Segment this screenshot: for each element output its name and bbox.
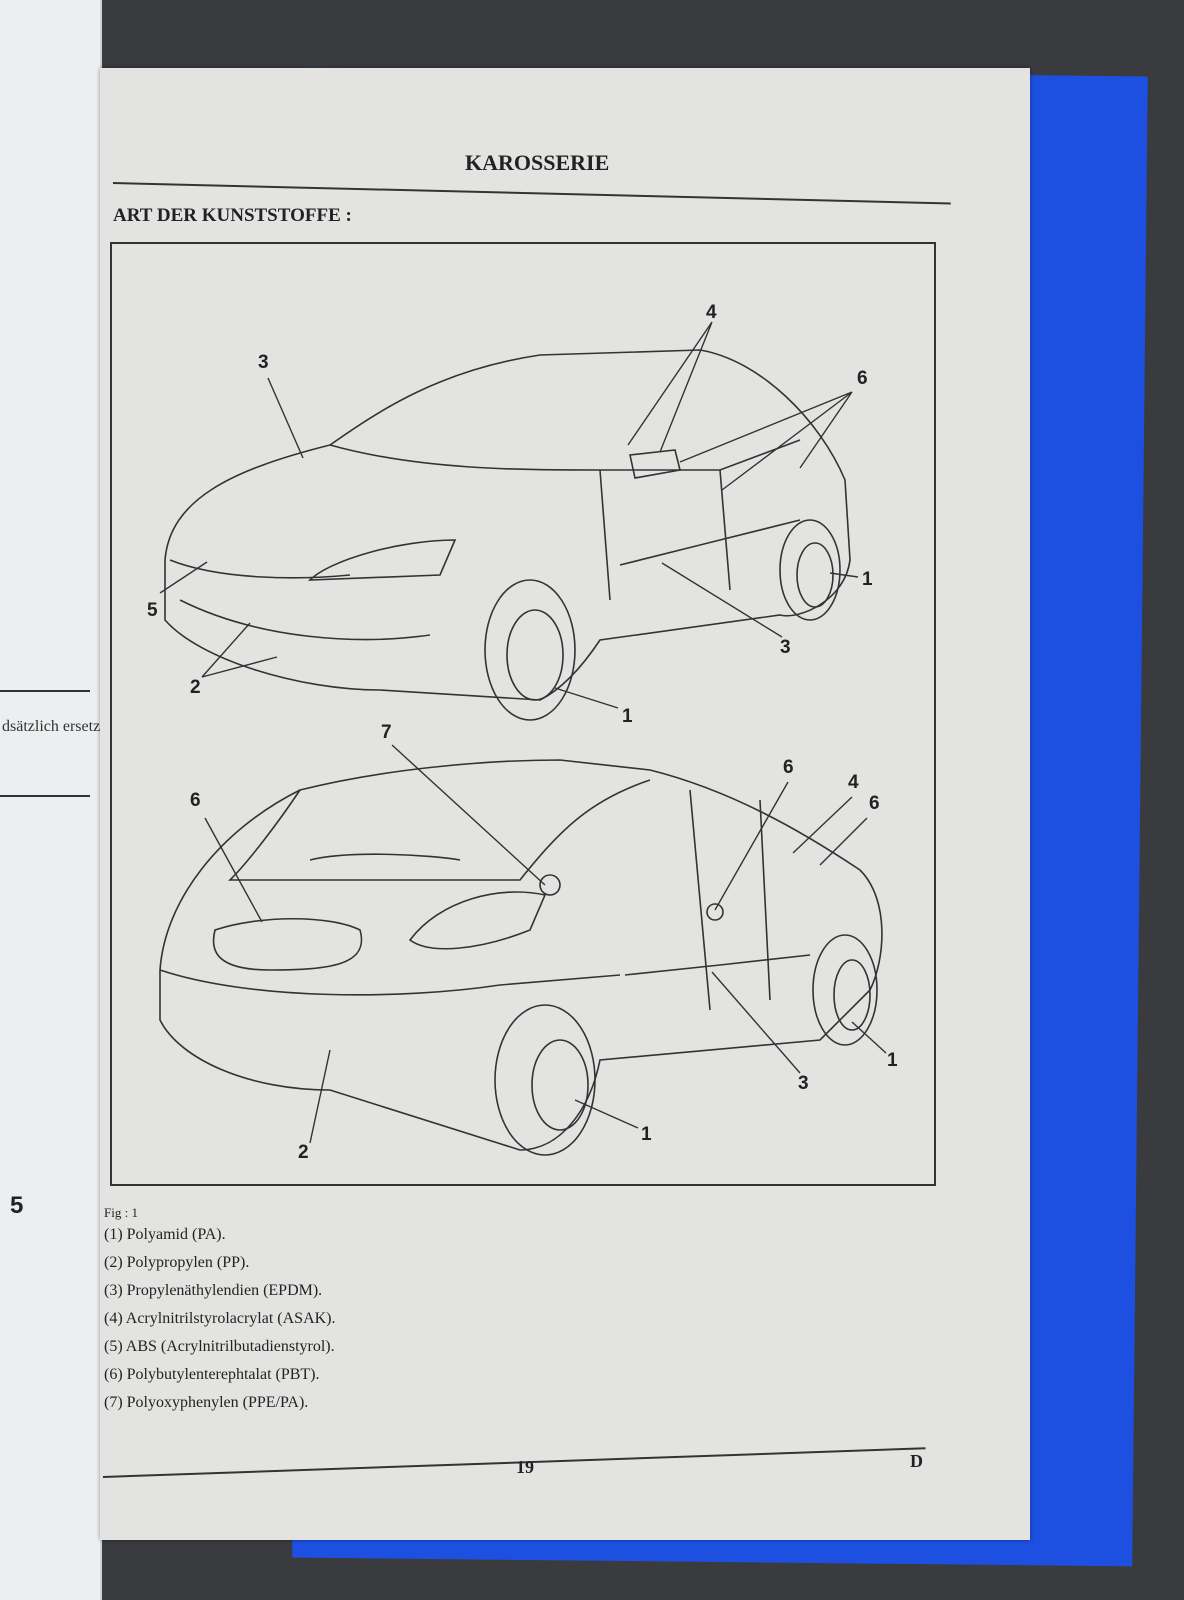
callout-rear-3: 3 [798,1073,809,1094]
divider [0,795,90,797]
left-page-text: dsätzlich ersetz [2,718,101,735]
legend-item: (1) Polyamid (PA). [104,1226,226,1243]
page-number: 19 [516,1457,534,1477]
callout-front-3-molding: 3 [780,637,791,658]
callout-rear-1-wheel: 1 [887,1050,898,1071]
front-car-outline [164,349,851,701]
legend-item: (7) Polyoxyphenylen (PPE/PA). [104,1394,309,1411]
left-page-callout: 5 [10,1192,24,1219]
callout-rear-2: 2 [298,1142,309,1163]
callout-front-1-rear-wheel: 1 [862,569,873,590]
callout-rear-6-badge: 6 [190,790,201,811]
materials-legend: Fig : 1 (1) Polyamid (PA). (2) Polypropy… [104,1205,336,1417]
callout-front-6: 6 [857,368,868,389]
section-heading: ART DER KUNSTSTOFFE : [113,205,352,226]
callout-front-4-mirror: 4 [706,302,717,323]
legend-item: (5) ABS (Acrylnitrilbutadienstyrol). [104,1338,335,1355]
callout-rear-1-front-wheel: 1 [641,1124,652,1145]
callout-rear-4: 4 [848,772,859,793]
figure-frame [110,242,936,1186]
legend-item: (4) Acrylnitrilstyrolacrylat (ASAK). [104,1310,336,1327]
legend-item: (3) Propylenäthylendien (EPDM). [104,1282,323,1299]
callout-rear-7: 7 [381,722,392,743]
language-code: D [910,1451,923,1471]
figure-caption: Fig : 1 [104,1205,138,1220]
page-sheet [100,68,1030,1540]
callout-front-1-front-wheel: 1 [622,706,633,727]
callout-front-3-hood: 3 [258,352,269,373]
rear-car-outline [159,759,883,1151]
callout-rear-6-mirror: 6 [869,793,880,814]
page-title: KAROSSERIE [465,150,610,175]
callout-rear-6-door: 6 [783,757,794,778]
callout-front-2: 2 [190,677,201,698]
callout-front-5: 5 [147,600,158,621]
divider [0,690,90,692]
legend-item: (6) Polybutylenterephtalat (PBT). [104,1366,320,1383]
legend-item: (2) Polypropylen (PP). [104,1254,250,1271]
